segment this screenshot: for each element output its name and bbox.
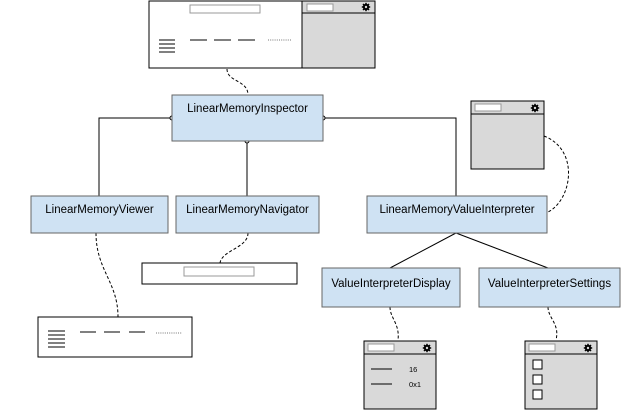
node-label: ValueInterpreterDisplay (331, 278, 451, 290)
node-linear-memory-inspector: LinearMemoryInspector (171, 94, 324, 142)
edge-inspector-viewer (98, 117, 172, 196)
interpreter-panel-sketch (301, 0, 376, 69)
address-field-sketch (189, 4, 261, 14)
node-label: LinearMemoryValueInterpreter (379, 204, 534, 216)
node-label: LinearMemoryViewer (45, 204, 154, 216)
node-label: LinearMemoryNavigator (186, 204, 309, 216)
node-label: LinearMemoryInspector (187, 103, 308, 115)
thumbnail-inspector-ui (148, 0, 376, 69)
node-value-interpreter-display: ValueInterpreterDisplay (321, 267, 461, 308)
node-linear-memory-viewer: LinearMemoryViewer (30, 195, 169, 234)
panel-field-sketch (306, 3, 334, 12)
node-linear-memory-value-interpreter: LinearMemoryValueInterpreter (366, 195, 548, 234)
node-label: ValueInterpreterSettings (488, 278, 611, 290)
edge-value-interpreter-display (389, 232, 457, 269)
thumbnail-navigator-ui (141, 262, 298, 285)
dashed-link-navigator-ui (219, 232, 249, 264)
panel-field-sketch (367, 343, 395, 352)
thumbnail-value-interpreter-ui (470, 100, 545, 170)
thumbnail-display-ui: 16 0x1 (363, 340, 437, 410)
dashed-link-display-ui (389, 306, 399, 341)
gear-icon (361, 2, 371, 12)
checkbox-icon (532, 389, 543, 400)
gear-icon (422, 343, 432, 353)
dashed-link-settings-ui (547, 306, 558, 341)
node-value-interpreter-settings: ValueInterpreterSettings (478, 267, 621, 308)
edge-inspector-value-interpreter (323, 117, 457, 196)
dashed-link-viewer-ui (95, 232, 119, 318)
node-linear-memory-navigator: LinearMemoryNavigator (175, 195, 320, 234)
dashed-link-value-interpreter-ui (543, 135, 569, 213)
display-value-hex: 0x1 (409, 380, 421, 389)
dashed-link-inspector-ui (226, 68, 249, 96)
thumbnail-viewer-ui (37, 316, 193, 358)
panel-field-sketch (528, 343, 556, 352)
list-icon (48, 330, 65, 348)
memory-row-sketch (80, 331, 182, 334)
panel-field-sketch (474, 103, 502, 112)
checkbox-icon (532, 374, 543, 385)
display-value-decimal: 16 (409, 365, 417, 374)
thumbnail-settings-ui (524, 340, 598, 410)
list-icon (159, 39, 175, 53)
edge-value-interpreter-settings (455, 232, 549, 269)
address-field-sketch (183, 266, 255, 277)
checkbox-icon (532, 359, 543, 370)
gear-icon (530, 103, 540, 113)
gear-icon (583, 343, 593, 353)
